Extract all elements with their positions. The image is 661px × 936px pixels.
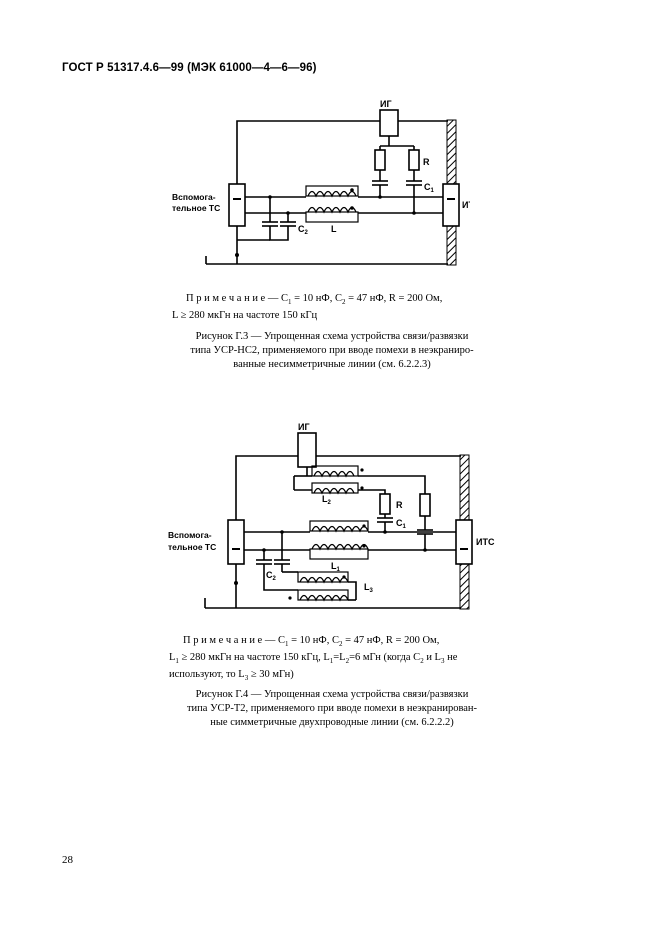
figure-3-caption: Рисунок Г.3 — Упрощенная схема устройств… (190, 331, 474, 370)
fig4-label-aux-line2: тельное ТС (168, 542, 216, 552)
fig4-label-ig: ИГ (298, 422, 310, 432)
fig3-label-c1: C1 (424, 182, 435, 194)
fig3-label-aux-line2: тельное ТС (172, 203, 220, 213)
figure-4-circuit-diagram: ИГ L2 R C1 L1 C2 L3 ИТС Вспомога- тельно… (168, 422, 495, 610)
figure-4-caption: Рисунок Г.4 — Упрощенная схема устройств… (186, 689, 478, 728)
figure-4-note: П р и м е ч а н и е — C1 = 10 нФ, C2 = 4… (169, 635, 458, 683)
fig4-label-c2: C2 (266, 570, 277, 582)
fig4-label-itc: ИТС (476, 537, 495, 547)
figure-3-note: П р и м е ч а н и е — C1 = 10 нФ, C2 = 4… (172, 293, 443, 322)
fig3-label-itc: ИТС (462, 200, 470, 210)
document-header: ГОСТ Р 51317.4.6—99 (МЭК 61000—4—6—96) (62, 62, 317, 74)
fig4-label-aux-line1: Вспомога- (168, 530, 212, 540)
fig3-label-r: R (423, 157, 430, 167)
fig3-label-ig: ИГ (380, 99, 392, 109)
page-number: 28 (62, 854, 73, 866)
fig3-label-c2: C2 (298, 224, 309, 236)
fig4-label-l3: L3 (364, 582, 374, 594)
fig4-label-l2: L2 (322, 494, 332, 506)
fig4-label-c1: C1 (396, 518, 407, 530)
fig3-label-l: L (331, 224, 337, 234)
fig3-label-aux-line1: Вспомога- (172, 192, 216, 202)
figure-3-circuit-diagram: ИГ R C1 C2 L ИТС Вспомога- тельное ТС (172, 99, 470, 266)
fig4-label-l1: L1 (331, 561, 341, 573)
fig4-label-r: R (396, 500, 403, 510)
